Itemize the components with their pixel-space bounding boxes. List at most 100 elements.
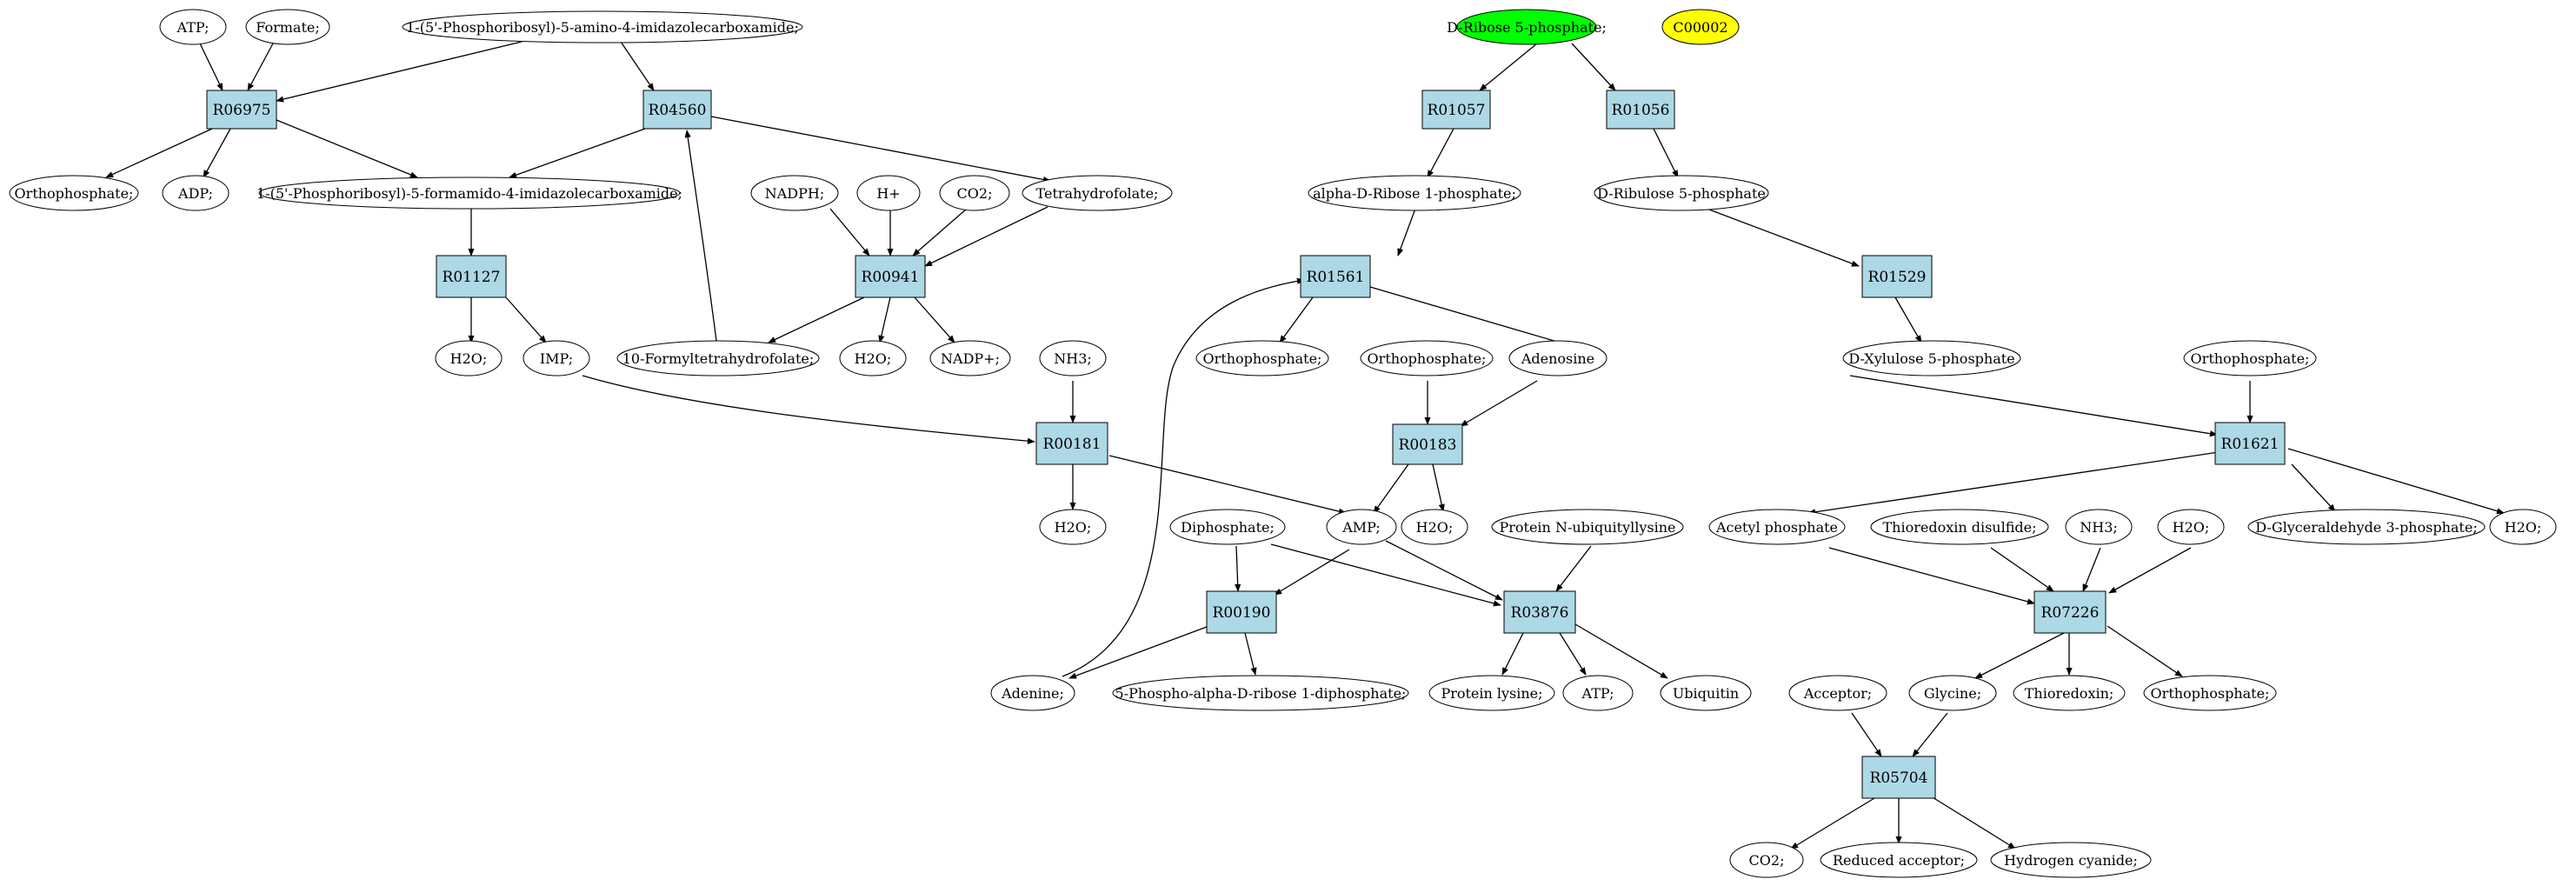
edge [1851, 712, 1882, 757]
compound-aicar[interactable]: 1-(5'-Phosphoribosyl)-5-amino-4-imidazol… [402, 10, 803, 43]
reaction-label: R01056 [1612, 102, 1670, 119]
compound-protein-lysine[interactable]: Protein lysine; [1428, 675, 1555, 711]
edge [1432, 463, 1445, 512]
compound-adenine[interactable]: Adenine; [990, 675, 1075, 711]
compound-orthophosphate[interactable]: Orthophosphate; [2183, 340, 2317, 376]
edge [1790, 797, 1875, 849]
compound-label: Glycine; [1924, 685, 1981, 702]
compound-adp[interactable]: ADP; [162, 175, 230, 211]
reaction-label: R00181 [1043, 436, 1102, 453]
reaction-label: R01127 [443, 269, 501, 286]
compound-orthophosphate[interactable]: Orthophosphate; [1360, 340, 1494, 376]
compound-label: Acetyl phosphate [1715, 519, 1838, 536]
reaction-R00941[interactable]: R00941 [855, 255, 926, 298]
compound-orthophosphate[interactable]: Orthophosphate; [2143, 675, 2277, 711]
edge [1427, 128, 1454, 178]
compound-protein-n-ubiquityllysine[interactable]: Protein N-ubiquityllysine [1491, 509, 1684, 545]
compound-label: NH3; [1054, 350, 1092, 367]
compound-label: alpha-D-Ribose 1-phosphate; [1313, 185, 1516, 202]
reaction-R07226[interactable]: R07226 [2034, 590, 2107, 634]
compound-orthophosphate[interactable]: Orthophosphate; [9, 175, 139, 211]
compound-glycine[interactable]: Glycine; [1908, 675, 1997, 711]
compound-acetyl-phosphate[interactable]: Acetyl phosphate [1708, 509, 1846, 545]
compound-label: Ubiquitin [1673, 685, 1739, 702]
reaction-R01621[interactable]: R01621 [2214, 422, 2286, 465]
reaction-R03876[interactable]: R03876 [1503, 590, 1576, 634]
reaction-R06975[interactable]: R06975 [206, 90, 277, 130]
compound-hydrogen-cyanide[interactable]: Hydrogen cyanide; [1990, 842, 2152, 878]
compound-10-formyltetrahydrofolate[interactable]: 10-Formyltetrahydrofolate; [616, 340, 820, 376]
compound-h2o[interactable]: H2O; [435, 340, 503, 376]
compound-c00002[interactable]: C00002 [1661, 9, 1740, 45]
reaction-R04560[interactable]: R04560 [642, 90, 712, 130]
compound-thioredoxin[interactable]: Thioredoxin; [2013, 675, 2126, 711]
compound-co2[interactable]: CO2; [1729, 842, 1804, 878]
compound-atp[interactable]: ATP; [159, 9, 227, 45]
compound-adenosine[interactable]: Adenosine [1508, 340, 1608, 376]
compound-ribose-5-phosphate[interactable]: D-Ribose 5-phosphate; [1447, 9, 1607, 45]
edge [505, 296, 547, 343]
compound-h2o[interactable]: H2O; [1401, 509, 1468, 545]
compound-label: Formate; [256, 19, 320, 36]
compound-co2[interactable]: CO2; [939, 175, 1010, 211]
compound-faicar[interactable]: 1-(5'-Phosphoribosyl)-5-formamido-4-imid… [256, 177, 682, 210]
reaction-R01056[interactable]: R01056 [1606, 90, 1675, 130]
reaction-R00190[interactable]: R00190 [1206, 590, 1277, 634]
edge [1068, 623, 1215, 679]
edge [829, 208, 870, 256]
compound-glyceraldehyde-3-phosphate[interactable]: D-Glyceraldehyde 3-phosphate; [2247, 509, 2486, 545]
compound-h-plus[interactable]: H+ [856, 175, 921, 211]
edge [1369, 286, 1573, 348]
reaction-R05704[interactable]: R05704 [1861, 756, 1936, 799]
edge [1479, 43, 1538, 91]
reaction-R00181[interactable]: R00181 [1035, 422, 1108, 465]
edge [684, 130, 718, 349]
compound-acceptor[interactable]: Acceptor; [1788, 675, 1887, 711]
compound-diphosphate[interactable]: Diphosphate; [1169, 509, 1286, 545]
compound-xylulose-5-phosphate[interactable]: D-Xylulose 5-phosphate [1842, 340, 2021, 376]
compound-nadp-plus[interactable]: NADP+; [929, 340, 1011, 376]
edge [1653, 128, 1679, 178]
compound-h2o[interactable]: H2O; [2489, 509, 2557, 545]
compound-imp[interactable]: IMP; [523, 340, 590, 376]
compound-nh3[interactable]: NH3; [1039, 340, 1107, 376]
compound-label: 5-Phospho-alpha-D-ribose 1-diphosphate; [1115, 685, 1407, 702]
compound-h2o[interactable]: H2O; [2157, 509, 2225, 545]
reaction-R01529[interactable]: R01529 [1861, 255, 1933, 298]
compound-ubiquitin[interactable]: Ubiquitin [1660, 675, 1752, 711]
reaction-label: R03876 [1511, 604, 1569, 622]
reaction-label: R00183 [1399, 436, 1457, 454]
compound-atp[interactable]: ATP; [1562, 675, 1634, 711]
compound-ribulose-5-phosphate[interactable]: D-Ribulose 5-phosphate [1594, 175, 1769, 211]
reaction-R01057[interactable]: R01057 [1421, 90, 1491, 130]
compound-nadph[interactable]: NADPH; [750, 175, 839, 211]
compound-nh3[interactable]: NH3; [2065, 509, 2133, 545]
compound-prpp[interactable]: 5-Phospho-alpha-D-ribose 1-diphosphate; [1112, 675, 1409, 711]
edge [2287, 448, 2505, 515]
reaction-R01127[interactable]: R01127 [436, 255, 507, 298]
reaction-R01561[interactable]: R01561 [1300, 255, 1371, 298]
reaction-label: R07226 [2041, 604, 2100, 622]
compound-amp[interactable]: AMP; [1326, 509, 1397, 545]
edge [1274, 549, 1350, 596]
edge [914, 296, 955, 343]
reaction-R00183[interactable]: R00183 [1392, 423, 1463, 465]
compound-h2o[interactable]: H2O; [1039, 509, 1107, 545]
compound-thioredoxin-disulfide[interactable]: Thioredoxin disulfide; [1870, 509, 2049, 545]
compound-orthophosphate[interactable]: Orthophosphate; [1195, 340, 1329, 376]
edge [1062, 277, 1305, 677]
compound-label: ATP; [176, 19, 210, 36]
compound-h2o[interactable]: H2O; [839, 340, 907, 376]
compound-alpha-ribose-1-phosphate[interactable]: alpha-D-Ribose 1-phosphate; [1308, 175, 1521, 211]
compound-reduced-acceptor[interactable]: Reduced acceptor; [1820, 842, 1978, 878]
edge [1828, 547, 2035, 605]
edge [768, 296, 865, 343]
compound-label: 1-(5'-Phosphoribosyl)-5-formamido-4-imid… [256, 185, 682, 202]
compound-formate[interactable]: Formate; [245, 9, 330, 45]
compound-tetrahydrofolate[interactable]: Tetrahydrofolate; [1022, 175, 1173, 211]
compound-label: H2O; [855, 350, 892, 367]
edge [1555, 545, 1592, 592]
compound-label: Diphosphate; [1181, 519, 1275, 536]
compound-label: Orthophosphate; [1368, 350, 1487, 367]
edge [1373, 463, 1409, 514]
